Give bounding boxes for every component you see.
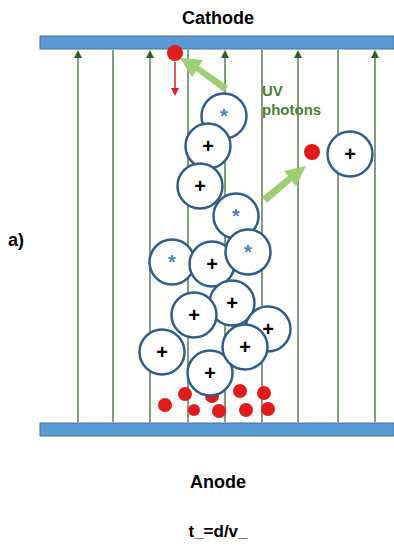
time-formula: t_=d/v_ [188,522,247,542]
charge-symbol: + [326,130,374,178]
charge-symbol: * [148,238,196,286]
ion-circle: * [148,238,196,286]
charge-symbol: + [170,291,218,339]
ion-circle: * [224,228,272,276]
charge-symbol: + [244,305,292,353]
electron-drift-arrow [174,62,176,92]
electrode-label: Anode [190,472,246,493]
ion-circle: + [208,279,256,327]
charge-symbol: + [186,349,234,397]
charge-symbol: * [200,92,248,140]
charge-symbol: + [188,240,236,288]
charge-symbol: + [138,328,186,376]
ion-circle: + [244,305,292,353]
charge-symbol: + [208,279,256,327]
ion-circle: + [170,291,218,339]
panel-letter: a) [8,230,24,251]
charge-symbol: * [212,192,260,240]
charge-symbol: + [184,122,232,170]
electrode-label: Cathode [182,8,254,29]
anode-plate [40,423,394,436]
ion-circle: + [326,130,374,178]
ion-circle: + [176,162,224,210]
ion-circle: + [186,349,234,397]
ion-circle: + [138,328,186,376]
charge-symbol: + [221,323,269,371]
ion-circle: * [200,92,248,140]
photon-label: UV photons [262,82,332,120]
charge-symbol: * [224,228,272,276]
charge-symbol: + [176,162,224,210]
cathode-plate [40,36,394,49]
field-lines [78,50,375,422]
ion-circle: + [221,323,269,371]
ion-circle: + [188,240,236,288]
ion-circle: + [184,122,232,170]
ion-circle: * [212,192,260,240]
